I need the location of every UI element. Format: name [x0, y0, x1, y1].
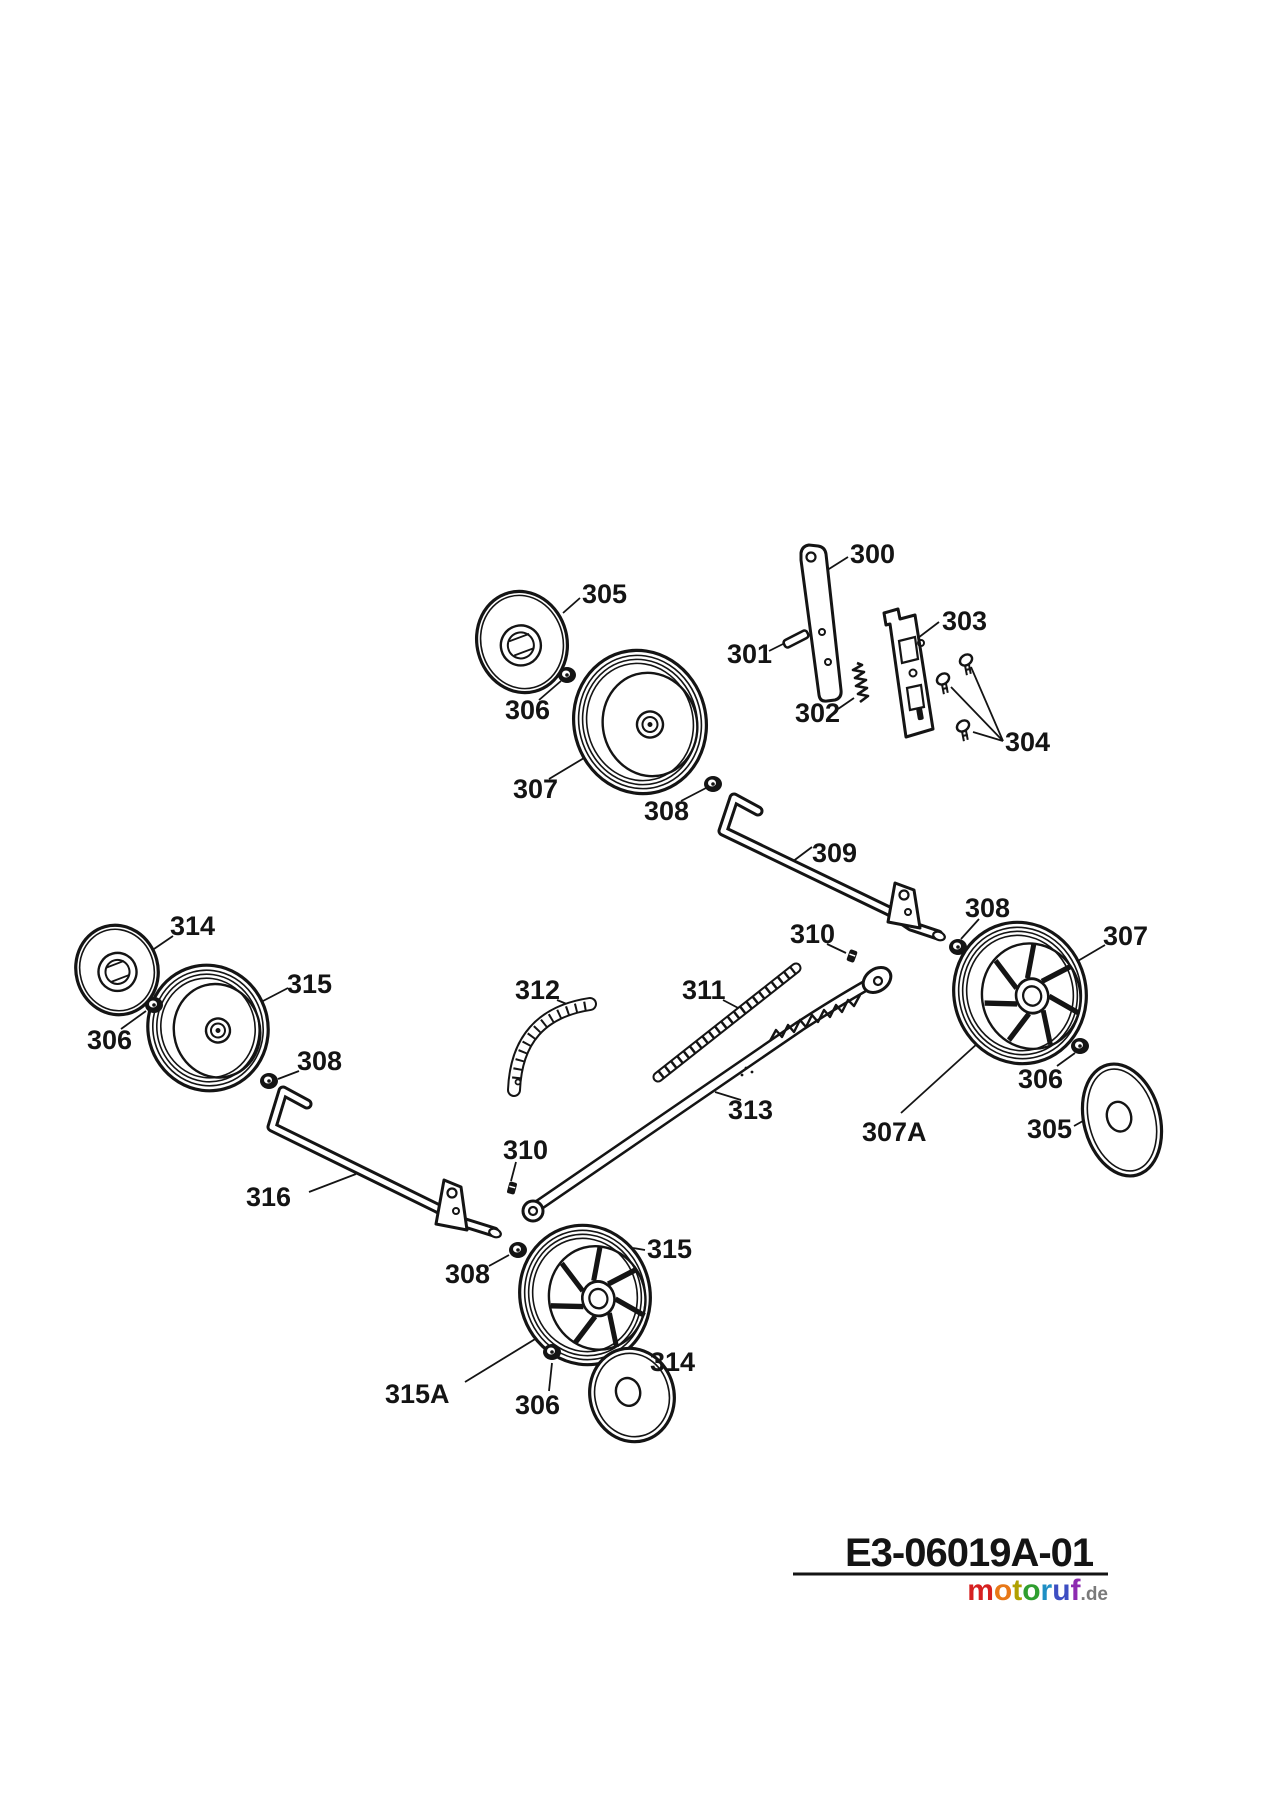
nut-306-left [145, 997, 163, 1013]
spring-302 [851, 661, 870, 704]
part-label-316: 316 [246, 1182, 291, 1212]
hubcap-305-right [1080, 1062, 1164, 1178]
threaded-rod-311 [652, 962, 802, 1083]
part-label-306-right: 306 [1018, 1064, 1063, 1094]
part-label-308-left: 308 [297, 1046, 342, 1076]
wheel-spokes [550, 1246, 646, 1348]
lever-paddle [861, 966, 893, 994]
part-label-312: 312 [515, 975, 560, 1005]
wheel-315A-bottom [518, 1223, 652, 1367]
part-label-307-right: 307 [1103, 921, 1148, 951]
axle-316 [266, 1085, 502, 1239]
axle-309 [717, 792, 946, 942]
part-label-315-bottom: 315 [647, 1234, 692, 1264]
part-label-302: 302 [795, 698, 840, 728]
part-label-308-top: 308 [644, 796, 689, 826]
motoruf-watermark: motoruf.de [938, 1574, 1108, 1608]
nut-306-right [1071, 1038, 1089, 1054]
nut-306-bottom [543, 1344, 561, 1360]
watermark-letter: r [1040, 1574, 1053, 1607]
part-label-301: 301 [727, 639, 772, 669]
hubcap-314-left [74, 923, 160, 1017]
pin-301 [782, 629, 810, 649]
part-label-307-top: 307 [513, 774, 558, 804]
axle-bracket [434, 1178, 469, 1232]
clip-310-right [846, 949, 858, 963]
lever-teeth [768, 994, 862, 1042]
flange-nuts [145, 667, 1089, 1360]
part-label-313: 313 [728, 1095, 773, 1125]
wheel-hub [1014, 977, 1050, 1015]
part-label-306-top: 306 [505, 695, 550, 725]
part-label-306-bottom: 306 [515, 1390, 560, 1420]
leader-lines [120, 556, 1106, 1392]
part-label-310-right: 310 [790, 919, 835, 949]
watermark-letter: f [1070, 1574, 1081, 1607]
part-label-315-left: 315 [287, 969, 332, 999]
watermark-suffix: .de [1080, 1584, 1108, 1605]
part-label-309: 309 [812, 838, 857, 868]
part-label-315A: 315A [385, 1379, 450, 1409]
wheel-hub [635, 710, 665, 739]
watermark-letter: o [1022, 1574, 1041, 1607]
nut-306-top [558, 667, 576, 683]
part-label-305-right: 305 [1027, 1114, 1072, 1144]
screws-304 [935, 653, 974, 742]
strap-bracket-300 [799, 543, 843, 703]
part-label-306-left: 306 [87, 1025, 132, 1055]
watermark-letter: t [1012, 1574, 1023, 1607]
wheel-307-top [571, 648, 709, 796]
wheel-hub [204, 1017, 232, 1044]
part-label-305-top: 305 [582, 579, 627, 609]
lever-eye [521, 1199, 545, 1223]
part-label-300: 300 [850, 539, 895, 569]
wheel-spokes [984, 943, 1080, 1046]
part-label-311: 311 [682, 975, 726, 1005]
watermark-letter: m [967, 1574, 994, 1607]
latch-plate-303 [882, 607, 935, 739]
part-label-314-left: 314 [170, 911, 215, 941]
part-label-307A: 307A [862, 1117, 927, 1147]
drawing-number: E3-06019A-01 [845, 1531, 1094, 1575]
part-label-303: 303 [942, 606, 987, 636]
wheel-307A-right [952, 920, 1088, 1066]
wheel-315-left [146, 963, 270, 1093]
nut-308-left [260, 1073, 278, 1089]
part-labels: 300 301 302 303 304 305 306 307 308 309 … [87, 539, 1148, 1420]
adjuster-lever-313 [521, 966, 893, 1223]
hubcap-305-top-left [474, 589, 570, 695]
nut-308-right [949, 939, 967, 955]
watermark-letter: o [993, 1574, 1013, 1607]
part-label-304: 304 [1005, 727, 1050, 757]
axle-bracket [886, 881, 922, 930]
nut-308-bottom [509, 1242, 527, 1258]
part-label-308-right: 308 [965, 893, 1010, 923]
wheel-hub [581, 1280, 616, 1318]
watermark-letter: u [1052, 1574, 1071, 1607]
part-label-308-bottom: 308 [445, 1259, 490, 1289]
toothed-quadrant-312 [507, 997, 597, 1097]
nut-308-top [704, 776, 722, 792]
hubcap-314-bottom [588, 1346, 676, 1444]
part-label-314-bottom: 314 [650, 1347, 695, 1377]
part-label-310-bottom: 310 [503, 1135, 548, 1165]
clip-310-bottom [507, 1181, 517, 1195]
